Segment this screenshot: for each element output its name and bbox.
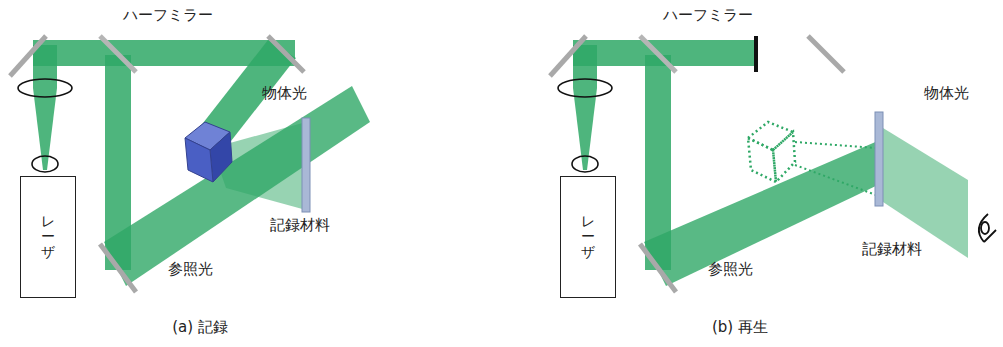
panel-caption: (b) 再生 [712, 318, 768, 336]
laser-box: レーザ [560, 176, 616, 298]
part-label: 記録材料 [270, 216, 330, 234]
part-label: ハーフミラー [663, 6, 753, 24]
panel-caption: (a) 記録 [172, 318, 228, 336]
part-label: 物体光 [924, 84, 969, 102]
part-label: 物体光 [262, 84, 307, 102]
part-label: 記録材料 [862, 240, 922, 258]
part-label: 参照光 [168, 260, 213, 278]
laser-label: レーザ [41, 214, 55, 260]
part-label: ハーフミラー [123, 6, 213, 24]
laser-box: レーザ [20, 176, 76, 298]
part-label: 参照光 [708, 260, 753, 278]
reconstruction-setup [550, 36, 996, 292]
laser-label: レーザ [581, 214, 595, 260]
